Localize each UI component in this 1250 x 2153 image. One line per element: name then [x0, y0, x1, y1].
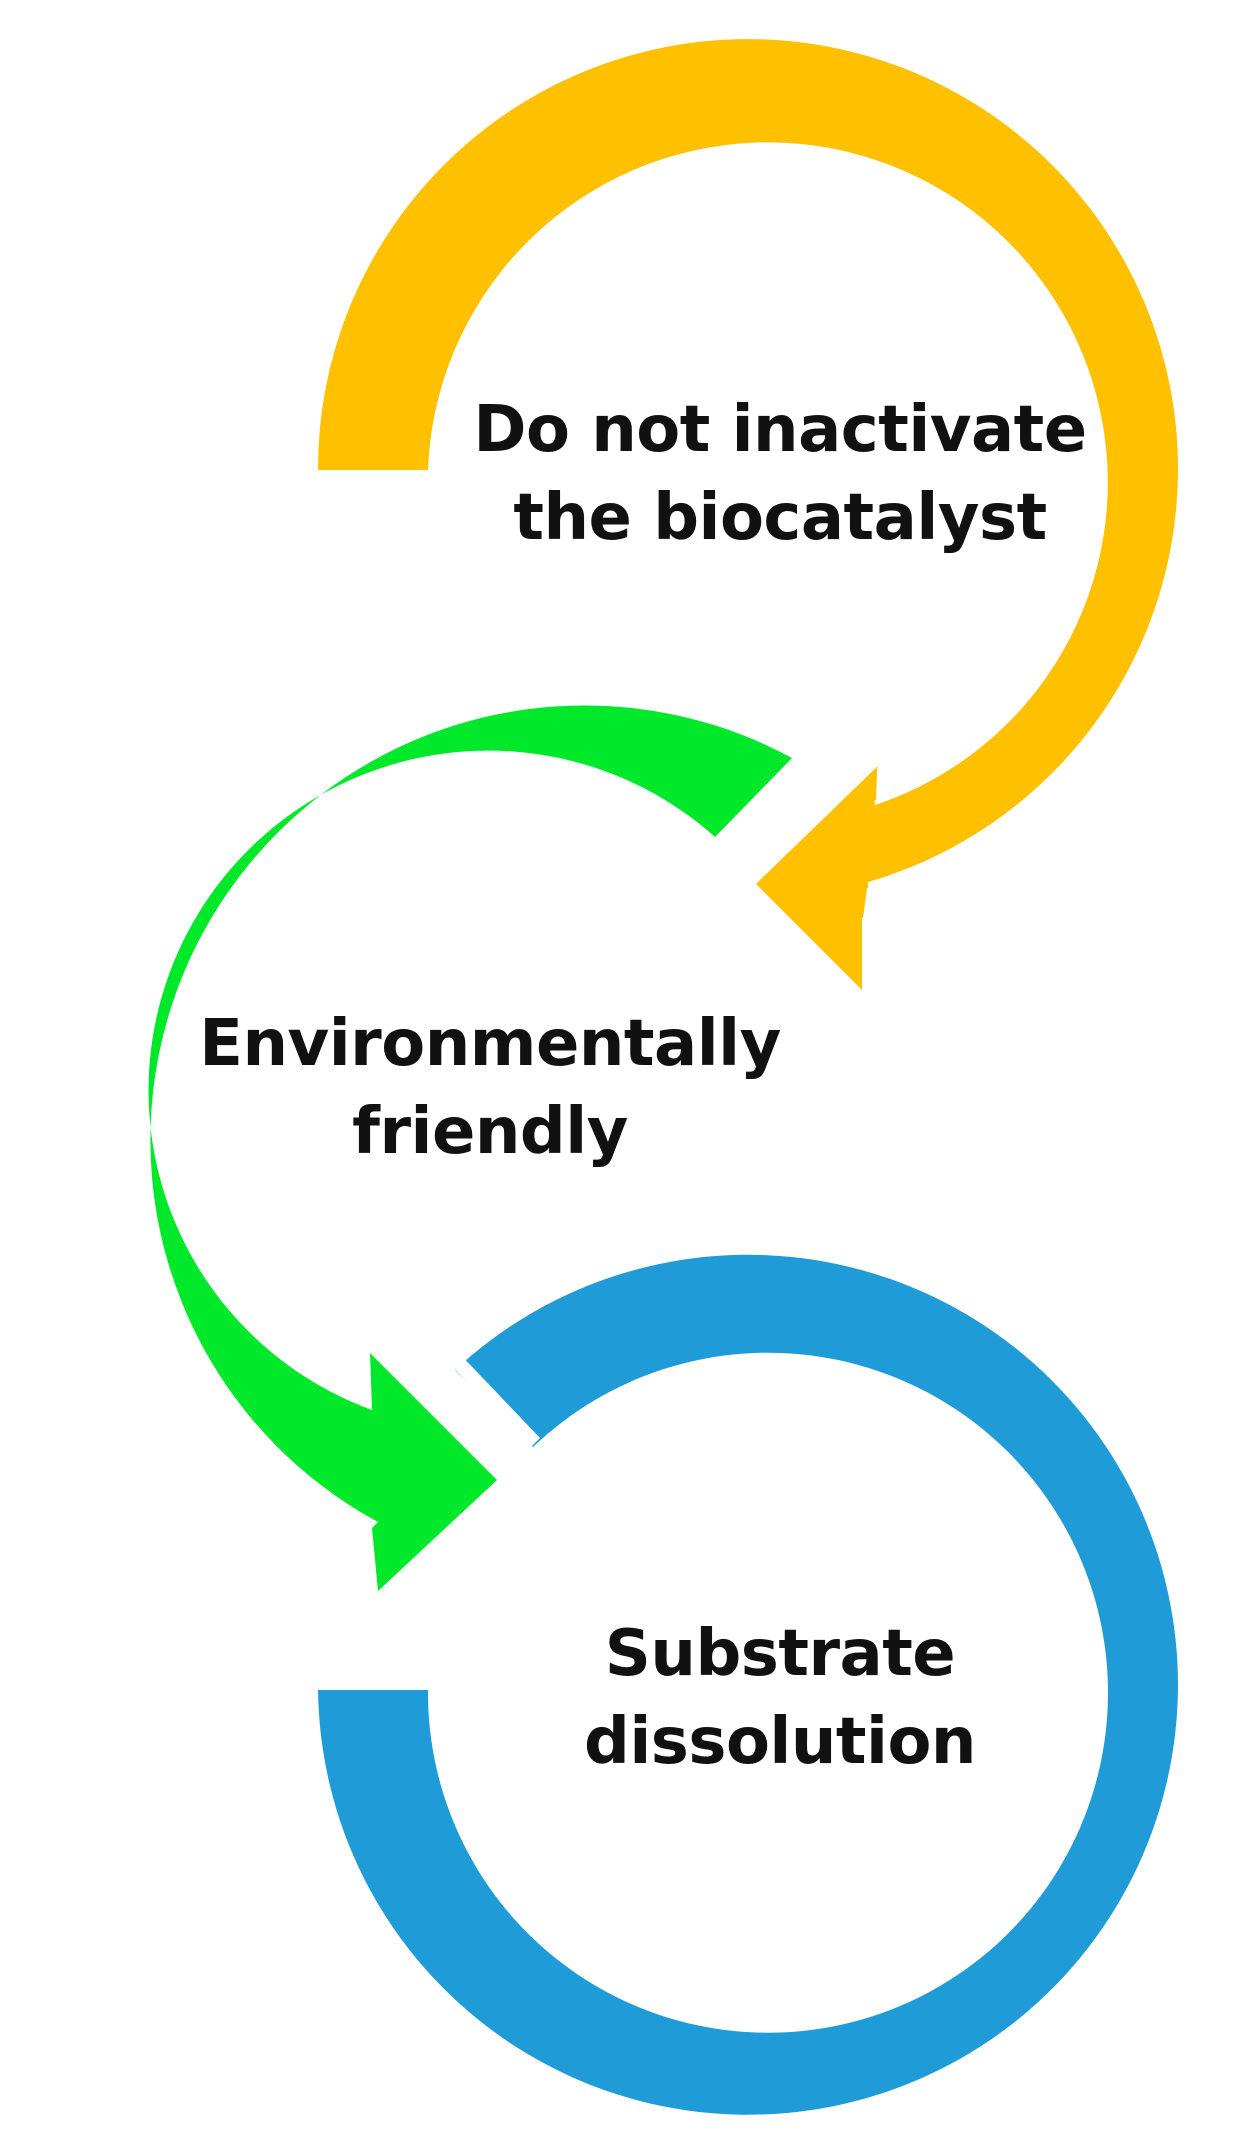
step-label-middle: Environmentally friendly	[140, 1000, 840, 1176]
top-arc-arrow	[317, 39, 1178, 990]
gap-top	[742, 742, 886, 890]
step-middle-line1: Environmentally	[199, 1007, 781, 1081]
step-top-line2: the biocatalyst	[513, 481, 1047, 555]
step-top-line1: Do not inactivate	[473, 393, 1087, 467]
step-label-bottom: Substrate dissolution	[430, 1610, 1130, 1786]
middle-arc-arrow	[148, 705, 792, 1591]
top-arrowhead	[745, 748, 878, 990]
step-label-top: Do not inactivate the biocatalyst	[430, 386, 1130, 562]
step-bottom-line2: dissolution	[584, 1705, 976, 1779]
gap-middle	[448, 1352, 540, 1448]
step-middle-line2: friendly	[352, 1095, 628, 1169]
ribbon-gaps	[448, 742, 886, 1448]
step-bottom-line1: Substrate	[604, 1617, 956, 1691]
middle-arc	[148, 705, 792, 1591]
